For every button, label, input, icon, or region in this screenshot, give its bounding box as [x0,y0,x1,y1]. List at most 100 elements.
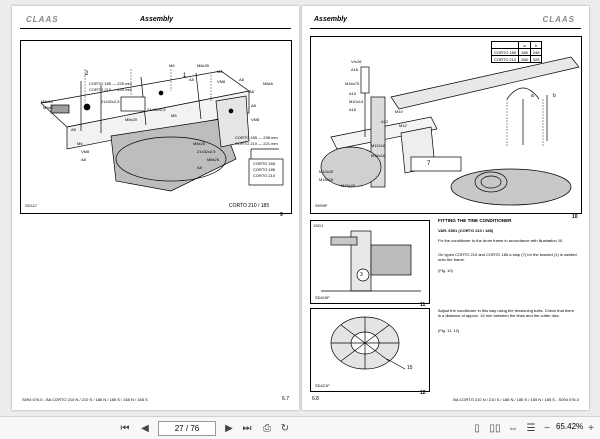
callout: M8 [171,113,177,118]
figure-10-conditioner-drawing: a b CORTO 185 188 248 CORTO 210 268 328 … [310,36,582,214]
figure-code: SH93F [315,203,328,208]
continuous-scroll-icon[interactable]: ☰ [526,422,536,434]
callout: CORTO 165 [253,161,276,166]
callout: A8 [71,127,76,132]
callout: A16 [349,107,357,112]
callout: A12 [381,119,389,124]
callout: b [553,93,556,99]
total-pages: 76 [190,424,200,433]
callout: M16x16 [371,153,386,158]
conditioner-tine-illustration [321,230,421,292]
callout: M10x14 [349,99,364,104]
spec-cell: 188 [518,48,531,56]
single-page-icon[interactable]: ▯ [474,422,480,434]
figure-tag: 1SG1 [313,223,324,228]
callout: VM8 [81,149,90,154]
callout: M8x8 [263,81,273,86]
callout: 15 [407,365,413,371]
two-page-icon[interactable]: ▯▯ [489,422,501,434]
callout: M16x70 [345,81,360,86]
callout: M16x16 [319,177,334,182]
figure-11: 1SG1 3 SD419F [310,220,430,304]
callout: M8x25 [41,99,54,104]
callout: M6 [169,63,175,68]
print-icon[interactable]: ⎙ [263,422,271,434]
callout: M8x25 [207,157,220,162]
previous-page-icon[interactable]: ◀ [141,422,149,434]
mower-assembly-illustration [40,69,284,192]
spec-cell: CORTO 210 [490,55,520,63]
figure-code: SD421F [315,383,330,388]
callout: A8 [239,77,244,82]
page-header-title: Assembly [140,16,174,23]
callout: M6 [77,141,83,146]
section-subtitle: VAR. 6561 (CORTO 210 / 185) [438,228,494,233]
callout: A8 [197,165,202,170]
callout: A8 [251,103,256,108]
conditioner-frame-illustration [320,56,580,206]
next-page-icon[interactable]: ▶ [225,422,233,434]
callout: 21x32x2,5 [101,99,120,104]
callout: CORTO 185 [253,167,276,172]
spec-cell: 328 [529,55,543,63]
callout: VM8 [251,117,260,122]
callout: M6x8 [43,105,53,110]
callout: A16 [351,67,359,72]
callout: 7 [427,161,431,167]
page-header-title: Assembly [314,16,348,23]
rotate-icon[interactable]: ↻ [280,422,290,434]
callout: 21x32x2,5 [197,149,216,154]
page-footer: BA CORTO 210 N / 210 S / 185 N / 185 S /… [453,397,579,402]
first-page-icon[interactable]: ⏮ [120,422,130,434]
callout: M12 [399,123,407,128]
spec-cell: 268 [518,55,531,63]
fit-width-icon[interactable]: ⇔ [508,422,518,434]
zoom-out-icon[interactable]: − [544,422,550,434]
paragraph: (Fig. 10) [438,268,453,273]
page-number: 6.7 [282,396,289,402]
callout: M8x35 [197,63,210,68]
spec-header-cell: a [518,41,531,49]
zoom-in-icon[interactable]: + [588,422,594,434]
callout: M10 [395,109,403,114]
paragraph: (Fig. 11, 12) [438,328,460,333]
header-rule [310,28,581,29]
page-separator: / [185,424,189,433]
viewer-toolbar: ⏮ ◀ 27 / 76 ▶ ⏭ ⎙ ↻ ▯ ▯▯ ⇔ ☰ − 65.42% + [0,416,600,439]
callout: CORTO 210 — 221 mm [235,141,278,146]
callout: CORTO 210 — 440 mm [89,87,132,92]
spec-cell: 248 [529,48,543,56]
callout: CORTO 185 — 298 mm [235,135,278,140]
document-viewport[interactable]: CLAAS Assembly [0,0,600,416]
last-page-icon[interactable]: ⏭ [242,422,252,434]
callout: 21x32x2,5 [147,107,166,112]
claas-logo: CLAAS [26,15,59,24]
current-page: 27 [174,424,184,433]
document-page-right: Assembly CLAAS [302,6,589,410]
cutter-disc-illustration [330,316,406,370]
figure-9-assembly-drawing: 2 1 M6 M8x35 M8 A8 VM8 A8 M8x8 A8 CORTO … [20,40,292,214]
spec-table: a b CORTO 185 188 248 CORTO 210 268 328 [490,41,543,63]
header-rule [20,28,291,29]
paragraph: On types CORTO 210 and CORTO 185 a stop … [438,252,577,262]
callout: A8 [249,89,254,94]
callout-2: 2 [85,71,89,77]
document-page-left: CLAAS Assembly [12,6,299,410]
page-number-input[interactable]: 27 / 76 [158,421,216,436]
figure-caption: CORTO 210 / 185 [229,203,270,209]
callout-1: 1 [183,73,187,79]
spec-cell: CORTO 185 [490,48,520,56]
page-number: 6.8 [312,396,319,402]
spec-header-cell: b [529,41,543,49]
figure-12: 15 SD421F [310,308,430,392]
page-footer: S094 076.0 - BA CORTO 210 N / 210 S / 18… [22,397,148,402]
callout: M8x25 [193,141,206,146]
section-title: FITTING THE TINE CONDITIONER [438,218,512,223]
callout: M8x20 [125,117,138,122]
callout: A8 [81,157,86,162]
callout: M8 [217,69,223,74]
callout: M16x20 [341,183,356,188]
callout: M12x20 [319,169,334,174]
callout: A10 [349,91,357,96]
figure-number: 10 [572,214,578,220]
